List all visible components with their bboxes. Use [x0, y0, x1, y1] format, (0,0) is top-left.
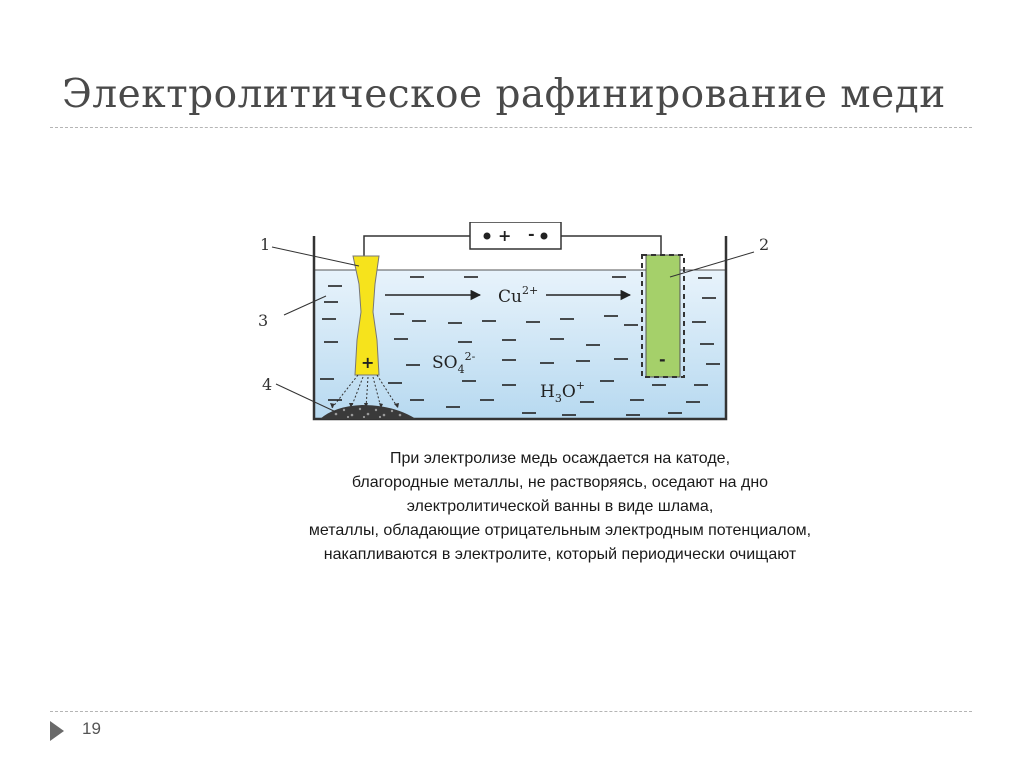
sludge-fall-lines: [331, 374, 399, 409]
copper-deposit: [641, 254, 685, 378]
tank: [312, 236, 728, 421]
caption-line: электролитической ванны в виде шлама,: [406, 498, 714, 515]
caption-line: При электролизе медь осаждается на катод…: [389, 450, 731, 467]
minus-terminal: -: [528, 224, 535, 243]
sulfate-ion-label: SO42-: [432, 350, 476, 376]
page-number: 19: [82, 719, 101, 738]
play-arrow-icon[interactable]: [50, 721, 64, 741]
electrolysis-diagram: + - + - Cu2+ SO42- H3O+: [258, 222, 769, 421]
sludge-texture: [334, 407, 402, 419]
solution-ion-dashes: [320, 276, 720, 416]
callout-number-2: 2: [759, 235, 769, 254]
plus-terminal: +: [498, 226, 511, 245]
caption-line: благородные металлы, не растворяясь, осе…: [351, 474, 769, 491]
callout-number-4: 4: [262, 375, 272, 394]
callout-line-3: [283, 295, 327, 316]
sludge-fall-arrowheads: [330, 403, 399, 408]
hydronium-ion-label: H3O+: [540, 379, 585, 405]
cathode-sign: -: [659, 350, 666, 369]
caption-line: металлы, обладающие отрицательным электр…: [308, 522, 812, 539]
callout-number-1: 1: [260, 235, 270, 254]
anode: [352, 255, 380, 376]
callout-line-4: [275, 383, 337, 413]
title-divider: [50, 127, 972, 128]
callout-line-2: [669, 251, 755, 278]
callout-number-3: 3: [258, 311, 268, 330]
wire: [363, 235, 662, 258]
slide-title: Электролитическое рафинирование меди: [62, 72, 946, 117]
caption-text: При электролизе медь осаждается на катод…: [230, 447, 890, 567]
caption-line: накапливаются в электролите, который пер…: [323, 546, 797, 563]
sludge-pile: [320, 405, 416, 419]
anode-sign: +: [361, 353, 374, 372]
copper-ion-label: Cu2+: [498, 284, 538, 307]
footer-divider: [50, 711, 972, 712]
callout-line-1: [271, 246, 360, 267]
